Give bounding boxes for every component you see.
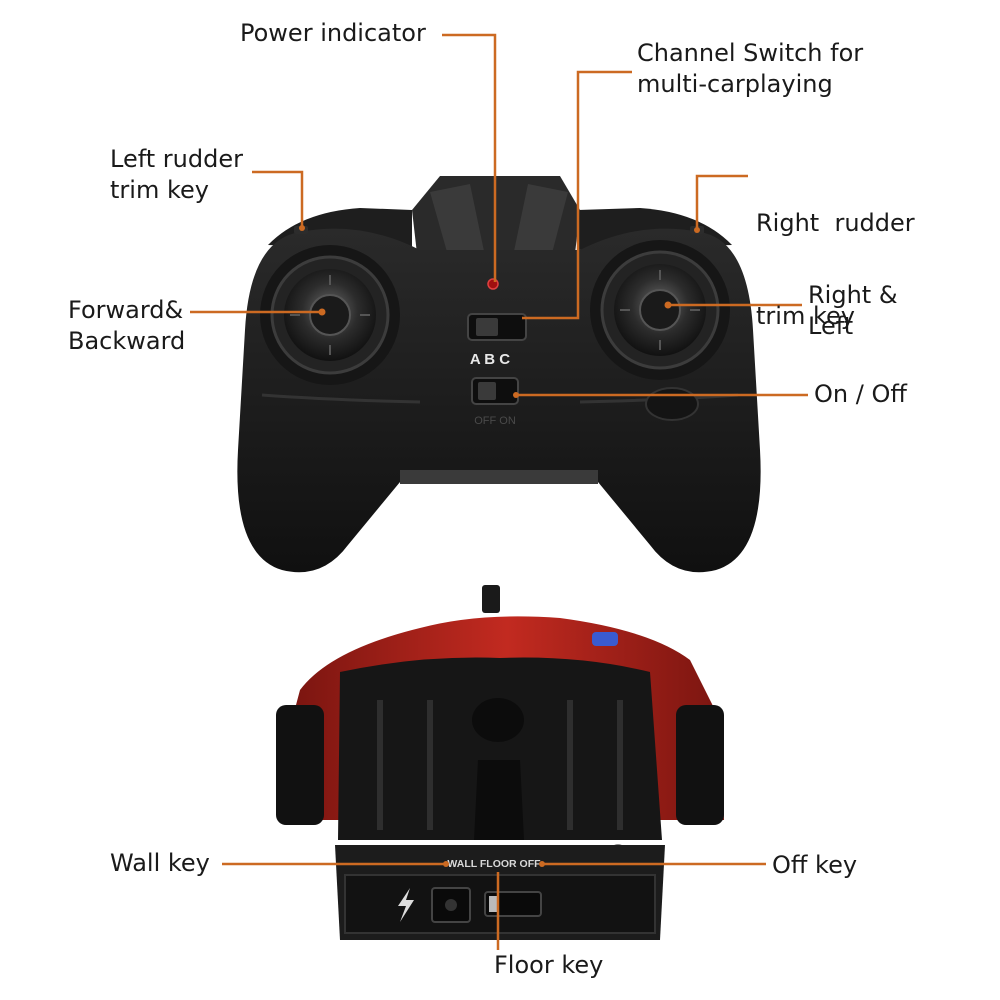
- leader-power-indicator: [442, 33, 497, 282]
- label-off-key: Off key: [772, 851, 858, 879]
- label-channel-switch: Channel Switch for multi-carplaying: [637, 39, 864, 98]
- label-power-indicator: Power indicator: [240, 19, 426, 47]
- power-indicator-led: [487, 278, 499, 290]
- left-joystick: [260, 245, 400, 385]
- power-switch-print: OFF ON: [474, 415, 516, 427]
- label-left-rudder-trim: Left rudder trim key: [110, 145, 243, 204]
- label-right-left: Right & Left: [808, 281, 898, 340]
- side-button: [645, 387, 699, 421]
- label-floor-key: Floor key: [494, 951, 604, 979]
- wall-climbing-car: WALL FLOOR OFF: [276, 585, 724, 940]
- lightning-icon: [398, 888, 414, 922]
- car-body: [338, 657, 662, 840]
- car-antenna: [482, 585, 500, 613]
- right-wheel: [676, 705, 724, 825]
- label-on-off: On / Off: [814, 380, 907, 408]
- channel-letters: A B C: [470, 351, 510, 368]
- leader-channel-switch: [522, 70, 632, 320]
- leader-lines: [190, 33, 808, 950]
- mode-switch-print: WALL FLOOR OFF: [447, 858, 541, 870]
- leader-right-trim: [695, 174, 748, 230]
- left-wheel: [276, 705, 324, 825]
- leader-left-trim: [252, 170, 304, 228]
- right-joystick: [590, 240, 730, 380]
- label-wall-key: Wall key: [110, 849, 210, 877]
- label-right-rudder-trim: Right rudder trim key: [756, 209, 915, 330]
- label-forward-backward: Forward& Backward: [68, 296, 186, 355]
- remote-controller: A B C OFF ON: [237, 176, 761, 573]
